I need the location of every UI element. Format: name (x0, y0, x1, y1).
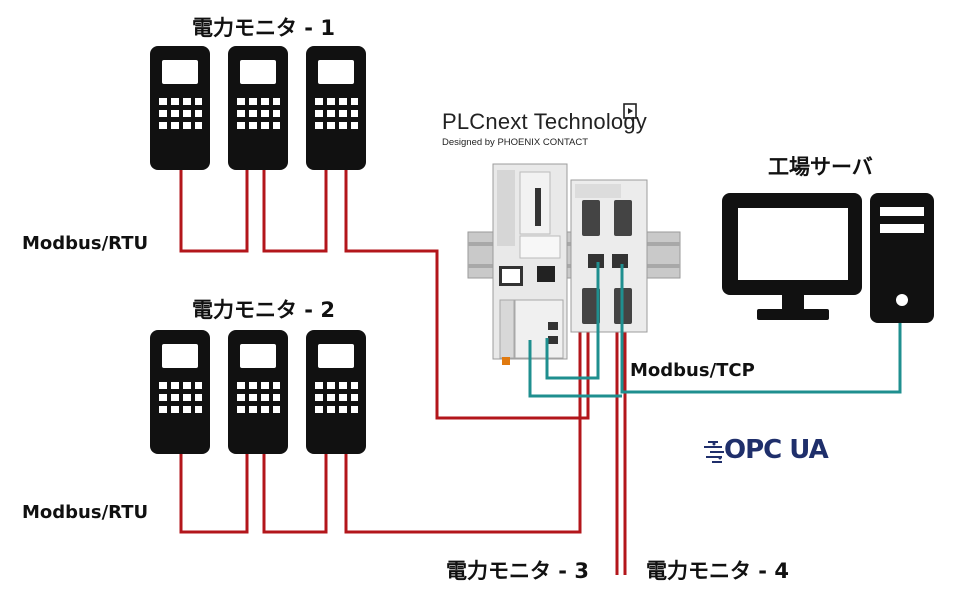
opcua-logo-text: OPC UA (724, 435, 829, 465)
monitor-group-1-title: 電力モニタ - 1 (192, 16, 335, 40)
monitor-group-2-title: 電力モニタ - 2 (192, 298, 335, 322)
power-meter-icon (150, 330, 210, 454)
rtu-label-2: Modbus/RTU (22, 502, 149, 523)
plcnext-brand-tagline: Designed by PHOENIX CONTACT (442, 137, 589, 148)
power-meter-icon (306, 330, 366, 454)
monitor-group-3-title: 電力モニタ - 3 (446, 559, 589, 583)
rtu-label-1: Modbus/RTU (22, 233, 149, 254)
power-meter-icon (228, 330, 288, 454)
tcp-network (528, 262, 902, 398)
tcp-label: Modbus/TCP (630, 360, 755, 381)
power-meter-group-1 (150, 46, 366, 170)
opcua-logo-icon (704, 441, 724, 463)
power-meter-icon (228, 46, 288, 170)
power-meter-group-2 (150, 330, 366, 454)
rtu-bus-1 (179, 168, 590, 420)
monitor-group-4-title: 電力モニタ - 4 (646, 559, 789, 583)
plcnext-logo-icon (623, 103, 637, 119)
plcnext-brand-name: PLCnext Technology (442, 109, 647, 134)
power-meter-icon (306, 46, 366, 170)
power-meter-icon (150, 46, 210, 170)
plc-controller-icon (467, 163, 681, 365)
server-title: 工場サーバ (768, 155, 873, 179)
desktop-computer-icon (722, 193, 934, 323)
rtu-bus-2 (179, 312, 582, 534)
